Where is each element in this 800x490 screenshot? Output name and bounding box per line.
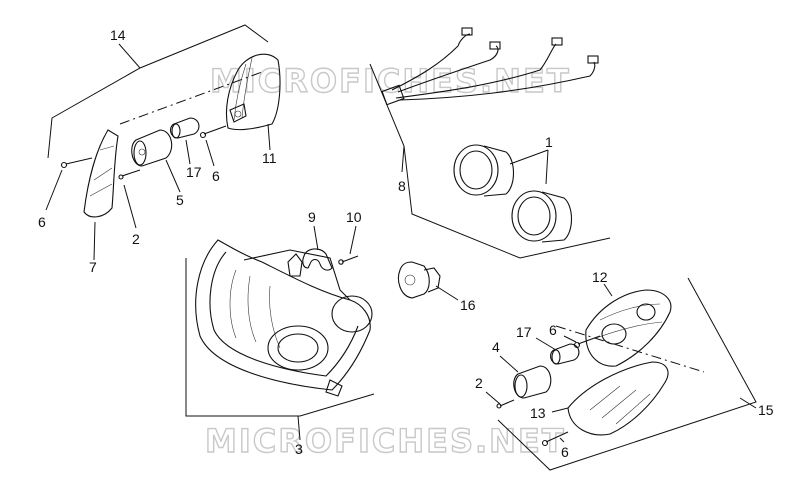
leader-6d xyxy=(559,437,565,443)
leader-16 xyxy=(435,285,459,301)
leader-2b xyxy=(485,391,501,405)
callout-17b: 17 xyxy=(516,324,532,340)
leader-2a xyxy=(123,184,137,229)
callout-13: 13 xyxy=(530,405,546,421)
bulb-left xyxy=(169,117,200,139)
callout-14: 14 xyxy=(110,27,126,43)
callout-6a: 6 xyxy=(38,214,46,230)
callout-4: 4 xyxy=(492,339,500,355)
screw-right-lower xyxy=(541,431,569,447)
leader-11 xyxy=(267,123,271,151)
callout-10: 10 xyxy=(346,209,362,225)
callout-1: 1 xyxy=(545,134,553,150)
bulb-16 xyxy=(397,261,441,299)
left-indicator-lens xyxy=(83,129,119,218)
callout-6b: 6 xyxy=(212,168,220,184)
left-indicator-housing xyxy=(225,53,281,131)
leader-7 xyxy=(93,221,96,261)
leader-10 xyxy=(349,225,357,255)
leader-13 xyxy=(551,407,569,413)
group-bracket-3 xyxy=(185,258,375,441)
callout-3: 3 xyxy=(295,441,303,457)
bulb-socket-right xyxy=(513,365,552,399)
callout-9: 9 xyxy=(308,209,316,225)
leaders-1 xyxy=(509,149,549,185)
leader-17a xyxy=(185,139,191,165)
leader-6a xyxy=(45,169,63,211)
callout-16: 16 xyxy=(460,297,476,313)
screw-upper xyxy=(199,125,227,139)
leader-12 xyxy=(603,283,613,297)
leader-6c xyxy=(563,335,577,343)
right-indicator-lens xyxy=(567,361,669,436)
callout-17a: 17 xyxy=(186,164,202,180)
watermark-bottom: MICROFICHES.NET xyxy=(205,422,566,460)
callout-5: 5 xyxy=(176,192,184,208)
callout-15: 15 xyxy=(758,402,774,418)
bulb-right xyxy=(549,343,580,365)
callout-8: 8 xyxy=(398,178,406,194)
group-bracket-15 xyxy=(497,277,757,471)
callout-2b: 2 xyxy=(475,375,483,391)
headlight-bulb-upper xyxy=(453,144,515,197)
headlight-bulb-lower xyxy=(511,190,573,243)
callout-11: 11 xyxy=(262,150,277,166)
leader-17b xyxy=(535,337,557,351)
callout-2a: 2 xyxy=(132,231,140,247)
bulb-socket-left xyxy=(131,129,173,167)
small-screw-right xyxy=(496,399,515,409)
callout-6c: 6 xyxy=(549,322,557,338)
leader-5 xyxy=(165,159,181,193)
right-indicator-housing xyxy=(585,289,672,367)
leader-6b xyxy=(205,139,215,167)
callout-12: 12 xyxy=(592,269,608,285)
callout-labels: 1 2 2 3 4 5 6 6 6 6 7 8 9 10 11 12 13 14… xyxy=(38,27,774,460)
wiring-harness xyxy=(381,27,599,106)
leader-4 xyxy=(499,355,519,373)
screw-10 xyxy=(338,255,359,265)
headlight-unit xyxy=(195,239,373,397)
callout-6d: 6 xyxy=(561,444,569,460)
leader-9 xyxy=(313,225,319,251)
small-screw-left xyxy=(118,169,141,180)
callout-7: 7 xyxy=(89,259,97,275)
headlight-clip xyxy=(302,248,333,271)
watermark-top: MICROFICHES.NET xyxy=(210,62,571,100)
group-bracket-8 xyxy=(369,63,611,259)
group-bracket-14 xyxy=(47,24,269,159)
screw-left xyxy=(60,157,93,169)
